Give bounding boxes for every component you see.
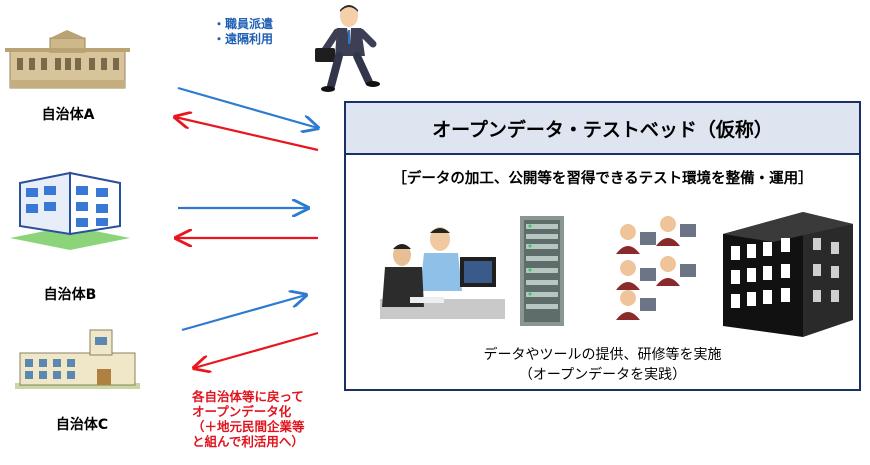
people-at-computer-icon <box>380 227 505 319</box>
dispatch-note: ・職員派遣 <box>213 17 274 31</box>
municipality-b-label: 自治体B <box>43 287 97 303</box>
testbed-subtitle: ［データの加工、公開等を習得できるテスト環境を整備・運用］ <box>392 171 813 187</box>
testbed-box: オープンデータ・テストベッド（仮称） ［データの加工、公開等を習得できるテスト環… <box>344 101 861 391</box>
testbed-description: データやツールの提供、研修等を実施 （オープンデータを実践） <box>346 345 859 385</box>
return-note: と組んで利活用へ） <box>192 434 304 449</box>
users-network-icon <box>616 216 696 320</box>
dispatch-note: ・遠隔利用 <box>213 32 274 46</box>
testbed-desc-line1: データやツールの提供、研修等を実施 <box>483 347 722 363</box>
testbed-title: オープンデータ・テストベッド（仮称） <box>432 118 773 141</box>
return-note: （＋地元民間企業等 <box>192 419 305 434</box>
server-rack-icon <box>520 216 564 326</box>
return-notes: 各自治体等に戻って オープンデータ化 （＋地元民間企業等 と組んで利活用へ） <box>192 389 305 449</box>
businessman-icon <box>315 5 380 92</box>
testbed-desc-line2: （オープンデータを実践） <box>518 367 687 383</box>
school-building-icon <box>15 329 140 389</box>
arrow-a-to-testbed <box>177 86 318 128</box>
arrow-testbed-to-c <box>194 331 319 368</box>
dispatch-notes: ・職員派遣 ・遠隔利用 <box>213 17 273 47</box>
arrow-testbed-to-a <box>175 117 319 152</box>
municipality-c-label: 自治体C <box>55 417 109 433</box>
government-building-icon <box>5 30 130 89</box>
office-building-icon <box>10 171 130 250</box>
testbed-title-bar: オープンデータ・テストベッド（仮称） <box>346 103 859 155</box>
return-note: オープンデータ化 <box>192 404 292 419</box>
arrow-c-to-testbed <box>181 295 306 332</box>
return-note: 各自治体等に戻って <box>192 389 304 404</box>
municipality-a-label: 自治体A <box>41 107 95 123</box>
facility-building-icon <box>723 212 853 337</box>
